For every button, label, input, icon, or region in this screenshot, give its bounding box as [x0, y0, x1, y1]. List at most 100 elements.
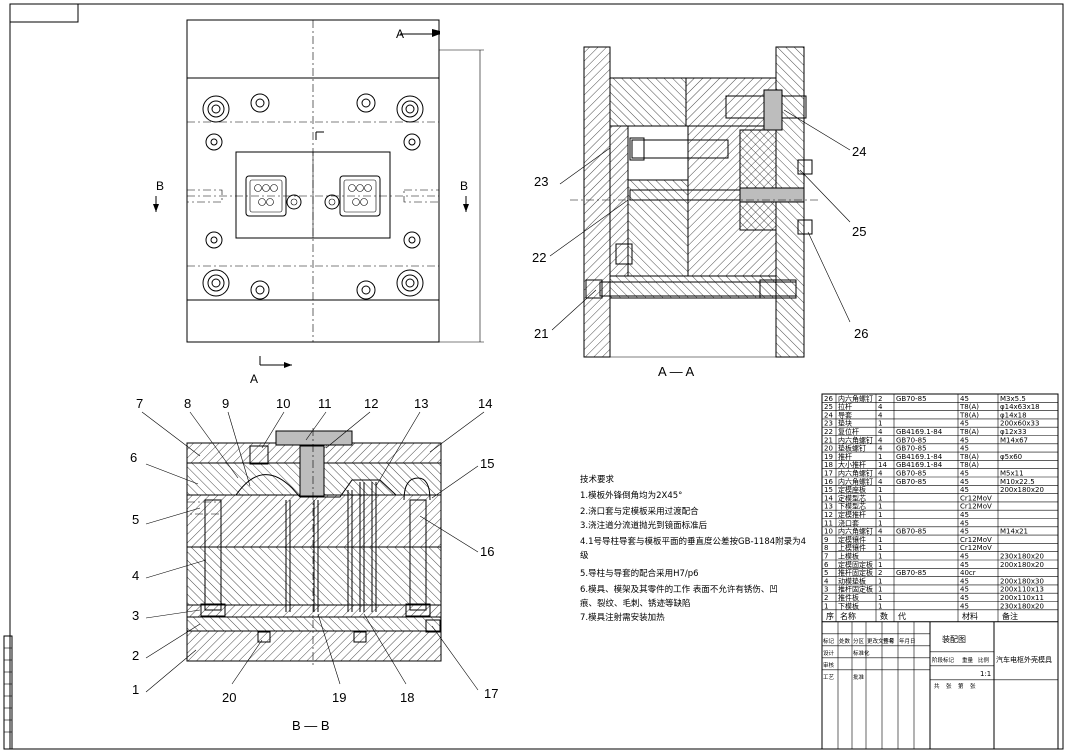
title-block-cell: 标记 — [823, 637, 835, 645]
bom-cell-mat: 45 — [960, 519, 969, 527]
callout-26: 26 — [854, 326, 868, 341]
bom-cell-name: 内六角螺钉 — [838, 477, 873, 486]
bom-cell-name: 大小推杆 — [838, 460, 866, 469]
bom-cell-no: 17 — [824, 470, 833, 478]
bom-cell-qty: 2 — [878, 395, 882, 403]
title-block-cell: 标准化 — [853, 649, 870, 657]
bom-header-cell: 代 — [898, 611, 906, 621]
callout-19: 19 — [332, 690, 346, 705]
bom-cell-no: 23 — [824, 420, 833, 428]
callout-3: 3 — [132, 608, 139, 623]
bom-cell-no: 15 — [824, 486, 833, 494]
callout-25: 25 — [852, 224, 866, 239]
bom-cell-qty: 1 — [878, 420, 882, 428]
bom-cell-no: 25 — [824, 403, 833, 411]
bom-cell-no: 20 — [824, 445, 833, 453]
bom-cell-qty: 14 — [878, 461, 887, 469]
bom-cell-no: 7 — [824, 553, 828, 561]
bom-cell-name: 上模镶件 — [838, 543, 866, 552]
bom-cell-name: 推杆固定板 — [838, 585, 873, 594]
bom-cell-mat: 45 — [960, 486, 969, 494]
bom-cell-mat: T8(A) — [959, 428, 979, 436]
bom-cell-qty: 1 — [878, 486, 882, 494]
bom-cell-mat: 45 — [960, 470, 969, 478]
bom-cell-name: 推杆固定板 — [838, 568, 873, 577]
title-block-cell: 年月日 — [899, 637, 916, 645]
bom-cell-name: 定模固定板 — [838, 560, 873, 569]
bom-cell-qty: 4 — [878, 528, 883, 536]
bom-cell-qty: 4 — [878, 403, 883, 411]
bom-cell-mat: T8(A) — [959, 403, 979, 411]
bom-cell-std: GB4169.1-84 — [896, 461, 943, 469]
title-block-cell: 阶段标记 — [932, 656, 955, 664]
drawing-frame — [9, 3, 1064, 750]
bom-cell-no: 21 — [824, 436, 833, 444]
bom-cell-no: 10 — [824, 528, 833, 536]
callout-9: 9 — [222, 396, 229, 411]
bom-cell-name: 推杆 — [838, 452, 852, 461]
bom-cell-mat: 45 — [960, 436, 969, 444]
tech-note-4: 4.1号导柱导套与模板平面的垂直度公差按GB-1184附录为4 — [580, 536, 806, 547]
callout-17: 17 — [484, 686, 498, 701]
bom-cell-no: 13 — [824, 503, 833, 511]
bom-cell-qty: 1 — [878, 494, 882, 502]
title-block-cell: 张 — [946, 682, 952, 690]
bom-cell-qty: 1 — [878, 503, 882, 511]
callout-22: 22 — [532, 250, 546, 265]
section-aa-caption: A — A — [658, 364, 694, 379]
bom-cell-std: GB70-85 — [896, 445, 927, 453]
product-name: 汽车电枢外壳模具 — [996, 655, 1052, 664]
frame-corner-box — [9, 3, 79, 23]
bom-cell-mat: 45 — [960, 594, 969, 602]
bom-cell-qty: 1 — [878, 511, 882, 519]
bom-cell-name: 内六角螺钉 — [838, 435, 873, 444]
bom-cell-name: 垫块 — [838, 419, 852, 428]
bom-cell-spec: 200x60x33 — [1000, 420, 1039, 428]
bom-cell-mat: Cr12MoV — [960, 503, 992, 511]
bom-cell-no: 22 — [824, 428, 833, 436]
bom-cell-no: 14 — [824, 494, 833, 502]
bom-cell-std: GB70-85 — [896, 569, 927, 577]
section-bb-view: B — B 7 8 9 10 11 12 13 14 6 5 4 3 2 1 1 — [130, 396, 498, 733]
section-b-label-right: B — [460, 179, 468, 193]
section-bb-caption: B — B — [292, 718, 330, 733]
title-block-cell: 设计 — [823, 649, 835, 657]
bom-cell-no: 24 — [824, 411, 833, 419]
bom-cell-mat: 45 — [960, 602, 969, 610]
title-block-cell: 审核 — [823, 661, 835, 669]
scale-value: 1:1 — [980, 670, 991, 678]
bom-header-cell: 备注 — [1002, 611, 1018, 621]
section-a-label-top: A — [396, 27, 404, 41]
bom-cell-spec: 200x180x20 — [1000, 486, 1044, 494]
title-block-cell: 处数 — [839, 637, 851, 645]
bom-cell-mat: T8(A) — [959, 411, 979, 419]
bom-cell-qty: 4 — [878, 411, 883, 419]
title-block-cell: 工艺 — [823, 674, 835, 681]
bom-cell-name: 下模板 — [838, 601, 859, 610]
section-a-label-bottom: A — [250, 372, 258, 386]
bom-cell-qty: 1 — [878, 602, 882, 610]
bom-cell-no: 4 — [824, 577, 829, 585]
bom-cell-qty: 1 — [878, 453, 882, 461]
bom-cell-qty: 1 — [878, 544, 882, 552]
technical-requirements: 技术要求 1.模板外锋倒角均为2X45° 2.浇口套与定模板采用过渡配合 3.浇… — [580, 474, 806, 623]
bom-cell-no: 16 — [824, 478, 833, 486]
bom-cell-spec: 200x180x20 — [1000, 561, 1044, 569]
bom-cell-spec: 230x180x20 — [1000, 553, 1044, 561]
bom-cell-spec: 200x180x30 — [1000, 577, 1044, 585]
bom-cell-no: 8 — [824, 544, 828, 552]
bom-cell-name: 定模推杆 — [838, 510, 866, 519]
bom-cell-mat: 45 — [960, 586, 969, 594]
bom-cell-qty: 1 — [878, 577, 882, 585]
bom-cell-mat: 45 — [960, 420, 969, 428]
bom-header-cell: 数 — [880, 611, 888, 621]
title-block-cell: 签名 — [883, 637, 894, 645]
bom-cell-mat: 45 — [960, 478, 969, 486]
title-block-cell: 更改文件号 — [867, 637, 895, 645]
bom-cell-std: GB70-85 — [896, 436, 927, 444]
bom-cell-name: 复位杆 — [838, 427, 859, 436]
callout-14: 14 — [478, 396, 492, 411]
plan-view: A A B B — [153, 19, 484, 386]
